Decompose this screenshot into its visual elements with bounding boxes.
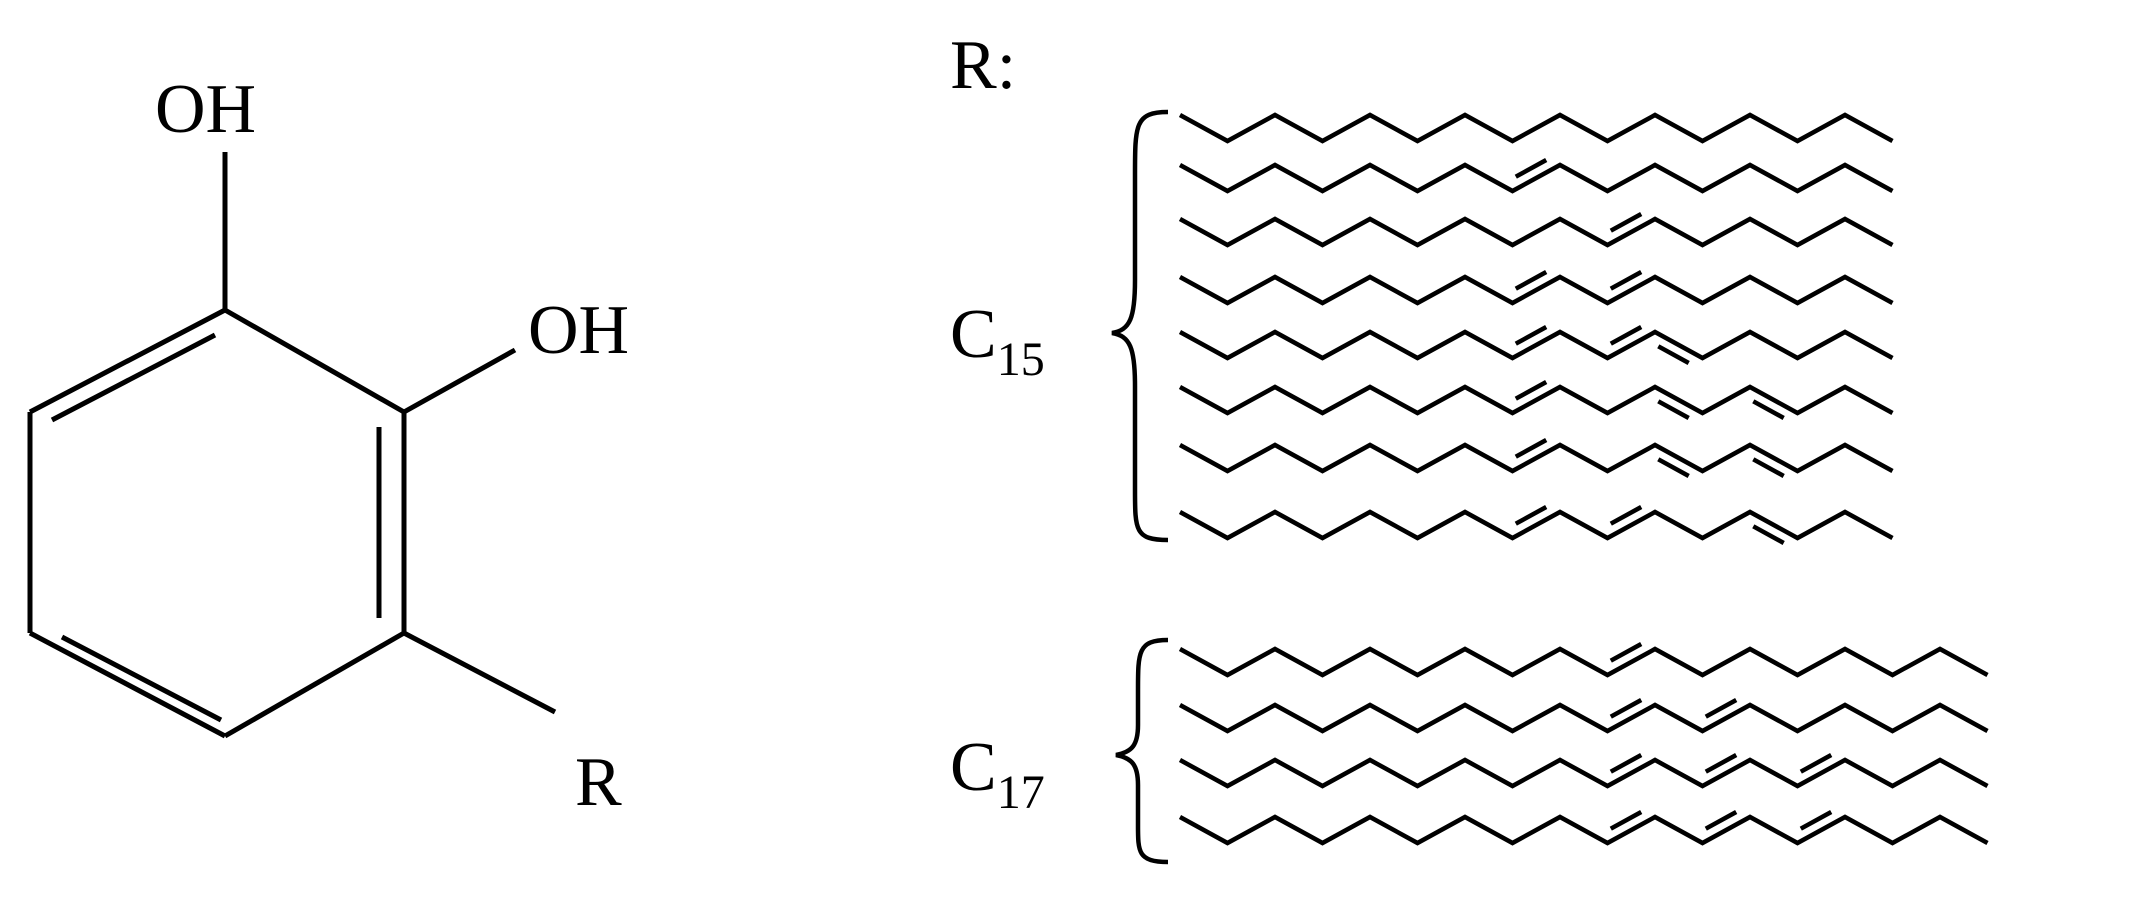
double-bond-mark [1657, 399, 1690, 420]
double-bond-mark [1514, 270, 1548, 291]
double-bond-mark [1752, 457, 1785, 478]
alkyl-chain [1178, 702, 1989, 734]
ring-double-bond [60, 634, 223, 723]
alkyl-chain [1178, 162, 1894, 194]
alkyl-chain [1178, 274, 1894, 306]
c15-base: C [950, 296, 997, 373]
double-bond-mark [1514, 438, 1548, 459]
double-bond-mark [1514, 380, 1548, 401]
double-bond-mark [1799, 810, 1833, 831]
double-bond-mark [1609, 753, 1643, 774]
alkyl-chain [1178, 646, 1989, 678]
alkyl-chain [1178, 442, 1894, 474]
hydroxyl-label-top: OH [155, 71, 256, 148]
alkyl-chain [1178, 329, 1894, 361]
double-bond-mark [1514, 505, 1548, 526]
c15-subscript: 15 [997, 333, 1045, 386]
double-bond-mark [1514, 325, 1548, 346]
double-bond-mark [1752, 399, 1785, 420]
double-bond-mark [1514, 158, 1548, 179]
c17-base: C [950, 729, 997, 806]
double-bond-mark [1609, 642, 1643, 663]
oh-right-bond [402, 347, 517, 415]
alkyl-chain [1178, 757, 1989, 789]
r-bond [402, 630, 557, 715]
alkyl-chain [1178, 112, 1894, 144]
r-heading: R: [950, 27, 1016, 104]
alkyl-chain [1178, 509, 1894, 541]
ring-bond [223, 307, 406, 415]
c17-label: C17 [950, 729, 1045, 819]
r-substituent-label: R [575, 744, 622, 821]
double-bond-mark [1799, 753, 1833, 774]
ring-bond [28, 307, 227, 415]
double-bond-mark [1704, 698, 1738, 719]
double-bond-mark [1609, 810, 1643, 831]
benzene-ring [27, 307, 407, 739]
hydroxyl-label-right: OH [528, 292, 629, 369]
double-bond-mark [1609, 212, 1643, 233]
c15-label: C15 [950, 296, 1045, 386]
alkyl-chain [1178, 384, 1894, 416]
alkyl-chains [1178, 112, 1989, 846]
ring-double-bond [50, 332, 217, 423]
double-bond-mark [1609, 505, 1643, 526]
ring-bond [28, 630, 227, 739]
double-bond-mark [1609, 270, 1643, 291]
c17-subscript: 17 [997, 766, 1045, 819]
double-bond-mark [1704, 753, 1738, 774]
double-bond-mark [1609, 698, 1643, 719]
double-bond-mark [1752, 524, 1785, 545]
double-bond-mark [1657, 344, 1690, 365]
c15-brace [1111, 109, 1169, 543]
double-bond-mark [1609, 325, 1643, 346]
double-bond-mark [1657, 457, 1690, 478]
c17-brace [1115, 637, 1169, 865]
double-bond-mark [1704, 810, 1738, 831]
alkyl-chain [1178, 216, 1894, 248]
ring-bond [223, 630, 406, 739]
alkyl-chain [1178, 814, 1989, 846]
